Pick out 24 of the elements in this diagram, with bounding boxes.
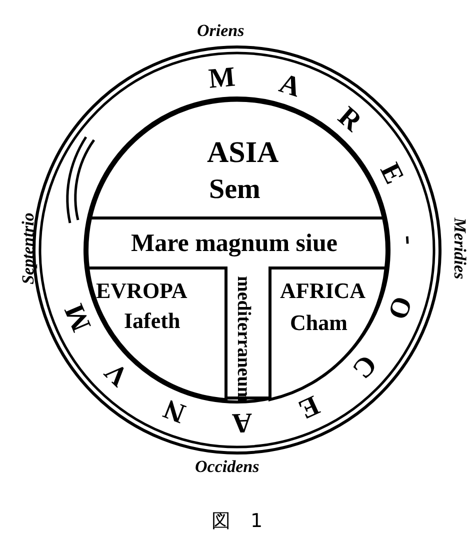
sea-name: Mare magnum siue [131,231,338,256]
ring-letter: M [207,62,236,95]
direction-label: Oriens [197,22,244,39]
ring-letter: R [332,101,368,138]
ring-letter: O [381,292,418,324]
region-subtitle: Sem [209,176,260,204]
direction-label: Septentrio [20,212,36,286]
ring-letter: N [160,392,190,429]
ring-letter: C [346,348,383,384]
ring-letter: E [294,388,324,425]
ring-letter: - [393,234,425,246]
region-name: EVROPA [96,280,188,302]
direction-label: Occidens [195,458,260,475]
ring-letter: A [232,406,253,438]
ring-letter: A [276,68,304,104]
ring-letter: M [58,299,98,336]
caption: 図 1 [210,509,264,534]
direction-label: Meridies [452,216,468,282]
region-subtitle: Cham [290,312,348,334]
region-subtitle: Iafeth [124,310,180,332]
region-name: AFRICA [280,280,366,302]
region-name: ASIA [207,138,279,168]
ring-letter: E [374,158,410,189]
ring-letter: V [98,356,135,392]
